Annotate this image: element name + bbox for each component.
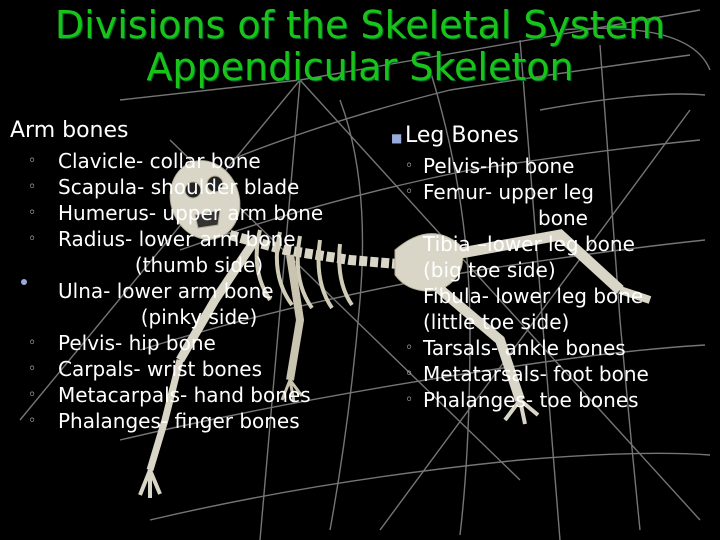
bullet-icon: ◦ bbox=[28, 361, 37, 377]
bullet-icon: ◦ bbox=[405, 184, 414, 200]
bullet-icon: ◦ bbox=[28, 413, 37, 429]
list-item: ◦ Phalanges- toe bones bbox=[393, 387, 713, 413]
list-item: Fibula- lower leg bone(little toe side) bbox=[393, 283, 713, 335]
item-text: Humerus- upper arm bone bbox=[58, 201, 324, 225]
bullet-icon: ◦ bbox=[405, 236, 414, 252]
bullet-icon: ◦ bbox=[28, 179, 37, 195]
item-continuation: bone bbox=[538, 206, 588, 230]
bullet-icon: ◦ bbox=[28, 205, 37, 221]
list-item: ◦ Phalanges- finger bones bbox=[10, 408, 370, 434]
bullet-icon: ◦ bbox=[28, 335, 37, 351]
item-text: Metacarpals- hand bones bbox=[58, 383, 311, 407]
arm-bones-column: Arm bones ◦ Clavicle- collar bone ◦ Scapul… bbox=[10, 118, 370, 434]
list-item: ◦ Scapula- shoulder blade bbox=[10, 174, 370, 200]
list-item: ◦ Tarsals- ankle bones bbox=[393, 335, 713, 361]
heading-bullet-icon: ■ bbox=[391, 131, 403, 145]
list-item: ◦ Carpals- wrist bones bbox=[10, 356, 370, 382]
list-item: ◦ Tibia –lower leg bone(big toe side) bbox=[393, 231, 713, 283]
item-text: Tibia –lower leg bone bbox=[423, 232, 635, 256]
list-item: ◦ Radius- lower arm bone(thumb side) bbox=[10, 226, 370, 278]
list-item: ◦ Pelvis- hip bone bbox=[10, 330, 370, 356]
bullet-dot-decoration bbox=[21, 279, 27, 285]
title-line-1: Divisions of the Skeletal System bbox=[54, 3, 666, 47]
item-text: Femur- upper leg bbox=[423, 180, 594, 204]
item-text: Pelvis-hip bone bbox=[423, 154, 575, 178]
bullet-icon: ◦ bbox=[405, 392, 414, 408]
bullet-icon: ◦ bbox=[28, 153, 37, 169]
list-item: ◦ Humerus- upper arm bone bbox=[10, 200, 370, 226]
item-text: Tarsals- ankle bones bbox=[423, 336, 626, 360]
item-continuation: (big toe side) bbox=[423, 258, 556, 282]
list-item: Ulna- lower arm bone(pinky side) bbox=[10, 278, 370, 330]
leg-bones-heading: ■Leg Bones bbox=[391, 123, 713, 149]
item-text: Phalanges- toe bones bbox=[423, 388, 639, 412]
leg-bones-heading-text: Leg Bones bbox=[405, 123, 519, 148]
bullet-icon: ◦ bbox=[28, 387, 37, 403]
slide-title: Divisions of the Skeletal System Appendi… bbox=[0, 4, 720, 88]
title-line-2: Appendicular Skeleton bbox=[146, 45, 574, 89]
skeleton-figure bbox=[138, 160, 652, 498]
item-text: Pelvis- hip bone bbox=[58, 331, 216, 355]
spiderweb bbox=[19, 9, 711, 540]
list-item: ◦ Clavicle- collar bone bbox=[10, 148, 370, 174]
list-item: ◦ Metacarpals- hand bones bbox=[10, 382, 370, 408]
item-text: Carpals- wrist bones bbox=[58, 357, 263, 381]
item-text: Fibula- lower leg bone bbox=[423, 284, 644, 308]
leg-bones-column: ■Leg Bones ◦ Pelvis-hip bone ◦ Femur- uppe… bbox=[391, 123, 713, 413]
bullet-icon: ◦ bbox=[405, 366, 414, 382]
arm-bones-heading: Arm bones bbox=[10, 118, 129, 143]
item-continuation: (pinky side) bbox=[140, 305, 258, 329]
bullet-icon: ◦ bbox=[28, 231, 37, 247]
list-item: ◦ Metatarsals- foot bone bbox=[393, 361, 713, 387]
item-text: Clavicle- collar bone bbox=[58, 149, 261, 173]
list-item: ◦ Pelvis-hip bone bbox=[393, 153, 713, 179]
bullet-icon: ◦ bbox=[405, 340, 414, 356]
item-text: Ulna- lower arm bone bbox=[58, 279, 274, 303]
bullet-icon: ◦ bbox=[405, 158, 414, 174]
item-text: Phalanges- finger bones bbox=[58, 409, 300, 433]
item-text: Scapula- shoulder blade bbox=[58, 175, 300, 199]
arm-bones-list: ◦ Clavicle- collar bone ◦ Scapula- shoulde… bbox=[10, 148, 370, 434]
item-text: Radius- lower arm bone bbox=[58, 227, 296, 251]
item-continuation: (little toe side) bbox=[423, 310, 570, 334]
item-continuation: (thumb side) bbox=[134, 253, 264, 277]
item-text: Metatarsals- foot bone bbox=[423, 362, 649, 386]
